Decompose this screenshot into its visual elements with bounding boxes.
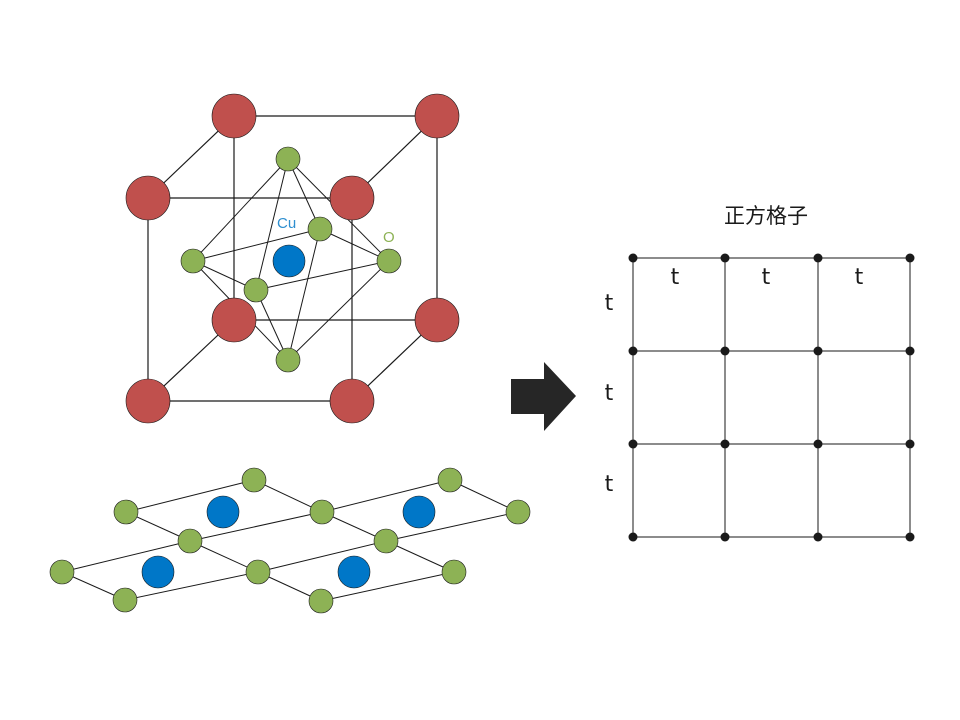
o-atom: [309, 499, 335, 525]
o-atom: [113, 499, 139, 525]
o-atom: [177, 528, 203, 554]
corner-atom: [329, 175, 375, 221]
lattice-node: [813, 346, 823, 356]
cu-label: Cu: [277, 215, 296, 232]
lattice-node: [905, 253, 915, 263]
lattice-node: [905, 439, 915, 449]
cuo2-plane: [49, 467, 531, 614]
lattice-node: [905, 346, 915, 356]
o-label: O: [383, 229, 395, 246]
hop-label: t: [762, 265, 771, 290]
plane-cu-atoms: [141, 495, 436, 589]
hopping-labels: t t t t t t: [605, 265, 864, 497]
corner-atom: [125, 175, 171, 221]
corner-atom: [211, 93, 257, 139]
lattice-title: 正方格子: [724, 204, 808, 228]
corner-atom: [414, 93, 460, 139]
square-lattice: 正方格子: [605, 204, 915, 542]
hop-label: t: [605, 381, 614, 406]
corner-atom: [414, 297, 460, 343]
o-atom: [441, 559, 467, 585]
o-atom: [505, 499, 531, 525]
perovskite-unit-cell: Cu O: [125, 93, 460, 424]
o-atom: [437, 467, 463, 493]
o-atom: [180, 248, 206, 274]
cu-atom: [337, 555, 371, 589]
lattice-node: [720, 346, 730, 356]
oxygen-atoms: [180, 146, 402, 373]
o-atom: [307, 216, 333, 242]
right-arrow-icon: [511, 362, 576, 431]
lattice-node: [720, 532, 730, 542]
o-atom: [241, 467, 267, 493]
corner-atom: [211, 297, 257, 343]
lattice-node: [813, 532, 823, 542]
hop-label: t: [605, 291, 614, 316]
lattice-node: [720, 253, 730, 263]
cu-atom: [402, 495, 436, 529]
lattice-node: [720, 439, 730, 449]
lattice-node: [905, 532, 915, 542]
o-atom: [275, 146, 301, 172]
plane-o-atoms: [49, 467, 531, 614]
lattice-node: [628, 439, 638, 449]
lattice-node: [628, 346, 638, 356]
corner-atom: [329, 378, 375, 424]
o-atom: [373, 528, 399, 554]
o-atom: [376, 248, 402, 274]
lattice-nodes: [628, 253, 915, 542]
lattice-grid: [632, 257, 911, 538]
lattice-node: [813, 253, 823, 263]
hop-label: t: [855, 265, 864, 290]
o-atom: [49, 559, 75, 585]
cu-atom: [141, 555, 175, 589]
cu-atom: [206, 495, 240, 529]
cu-atom: [272, 244, 306, 278]
hop-label: t: [671, 265, 680, 290]
o-atom: [112, 587, 138, 613]
corner-atom: [125, 378, 171, 424]
o-atom: [275, 347, 301, 373]
corner-atoms: [125, 93, 460, 424]
lattice-node: [628, 532, 638, 542]
hop-label: t: [605, 472, 614, 497]
lattice-node: [813, 439, 823, 449]
o-atom: [243, 277, 269, 303]
o-atom: [245, 559, 271, 585]
lattice-node: [628, 253, 638, 263]
o-atom: [308, 588, 334, 614]
